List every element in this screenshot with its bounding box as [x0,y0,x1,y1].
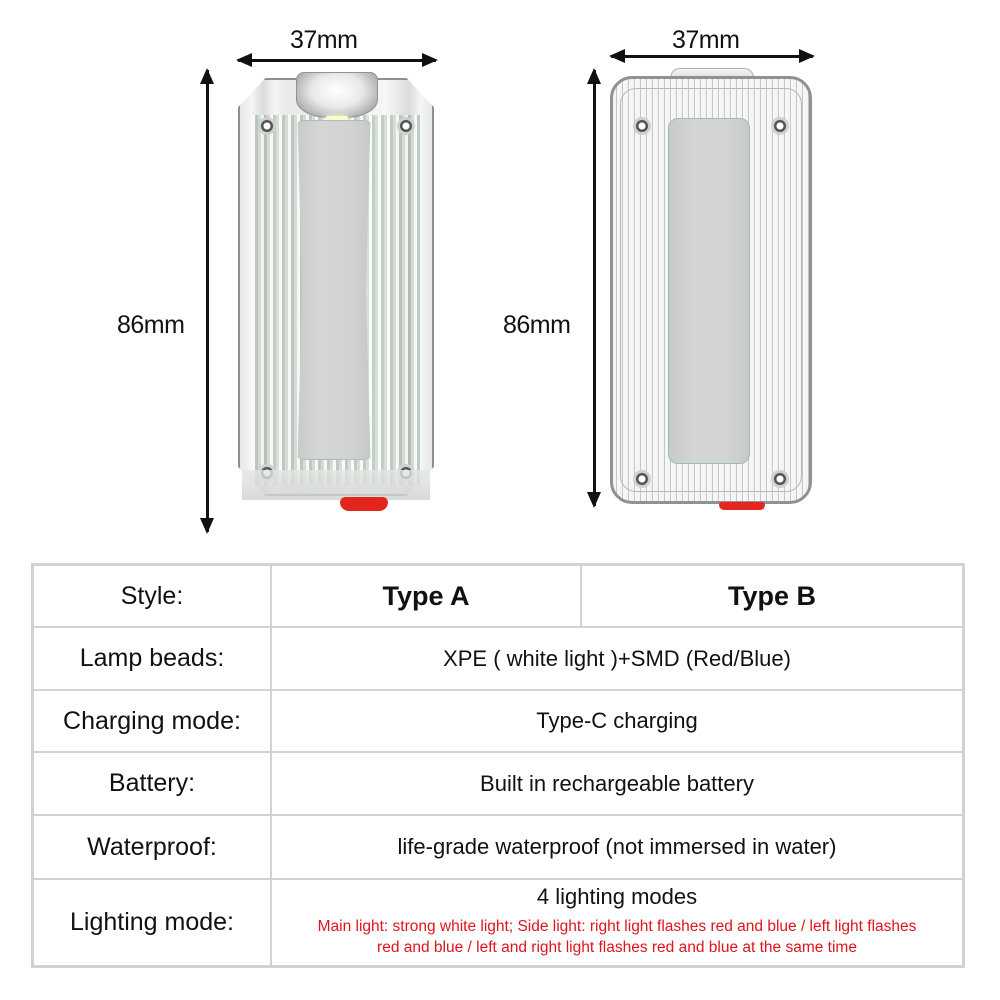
type-a-power-button [340,497,388,511]
type-a-width-arrow [236,53,438,67]
type-b-height-arrow [587,68,601,508]
table-row-style: Style: Type A Type B [34,566,962,628]
spec-table: Style: Type A Type B Lamp beads: XPE ( w… [31,563,965,968]
row-value: 4 lighting modes Main light: strong whit… [272,880,962,965]
row-value: Type-C charging [536,708,698,733]
row-label: Style: [34,566,272,626]
lighting-note-line-1: Main light: strong white light; Side lig… [317,917,917,935]
type-b-width-arrow [609,49,815,63]
type-a-header: Type A [272,566,582,626]
screw-icon [258,117,276,135]
row-value: Built in rechargeable battery [480,770,754,796]
table-row-charging-mode: Charging mode: Type-C charging [34,691,962,753]
type-a-main-lens [296,72,378,118]
row-label: Battery: [34,753,272,814]
type-b-power-button [719,502,765,510]
row-value: XPE ( white light )+SMD (Red/Blue) [443,645,791,671]
type-b-width-label: 37mm [672,26,740,54]
row-value: life-grade waterproof (not immersed in w… [397,834,837,859]
lighting-modes-note: Main light: strong white light; Side lig… [318,916,917,958]
row-label: Lighting mode: [34,880,272,965]
type-b-header: Type B [727,580,816,611]
screw-icon [633,117,651,135]
row-label: Charging mode: [34,691,272,751]
screw-icon [633,470,651,488]
table-row-lighting-mode: Lighting mode: 4 lighting modes Main lig… [34,880,962,965]
type-b-height-label: 86mm [503,311,571,339]
type-a-width-label: 37mm [290,26,358,54]
screw-icon [397,117,415,135]
type-a-center-panel [297,120,371,460]
type-b-center-panel [668,118,750,464]
type-a-bottom-cap [242,470,430,500]
type-b-inner-frame [620,88,802,492]
row-label: Lamp beads: [34,628,272,689]
table-row-lamp-beads: Lamp beads: XPE ( white light )+SMD (Red… [34,628,962,691]
lighting-note-line-2: red and blue / left and right light flas… [377,938,857,956]
screw-icon [771,117,789,135]
lighting-modes-count: 4 lighting modes [536,883,698,909]
table-row-battery: Battery: Built in rechargeable battery [34,753,962,816]
screw-icon [771,470,789,488]
table-row-waterproof: Waterproof: life-grade waterproof (not i… [34,816,962,880]
row-label: Waterproof: [34,816,272,878]
type-a-height-label: 86mm [117,311,185,339]
type-a-height-arrow [200,68,214,534]
